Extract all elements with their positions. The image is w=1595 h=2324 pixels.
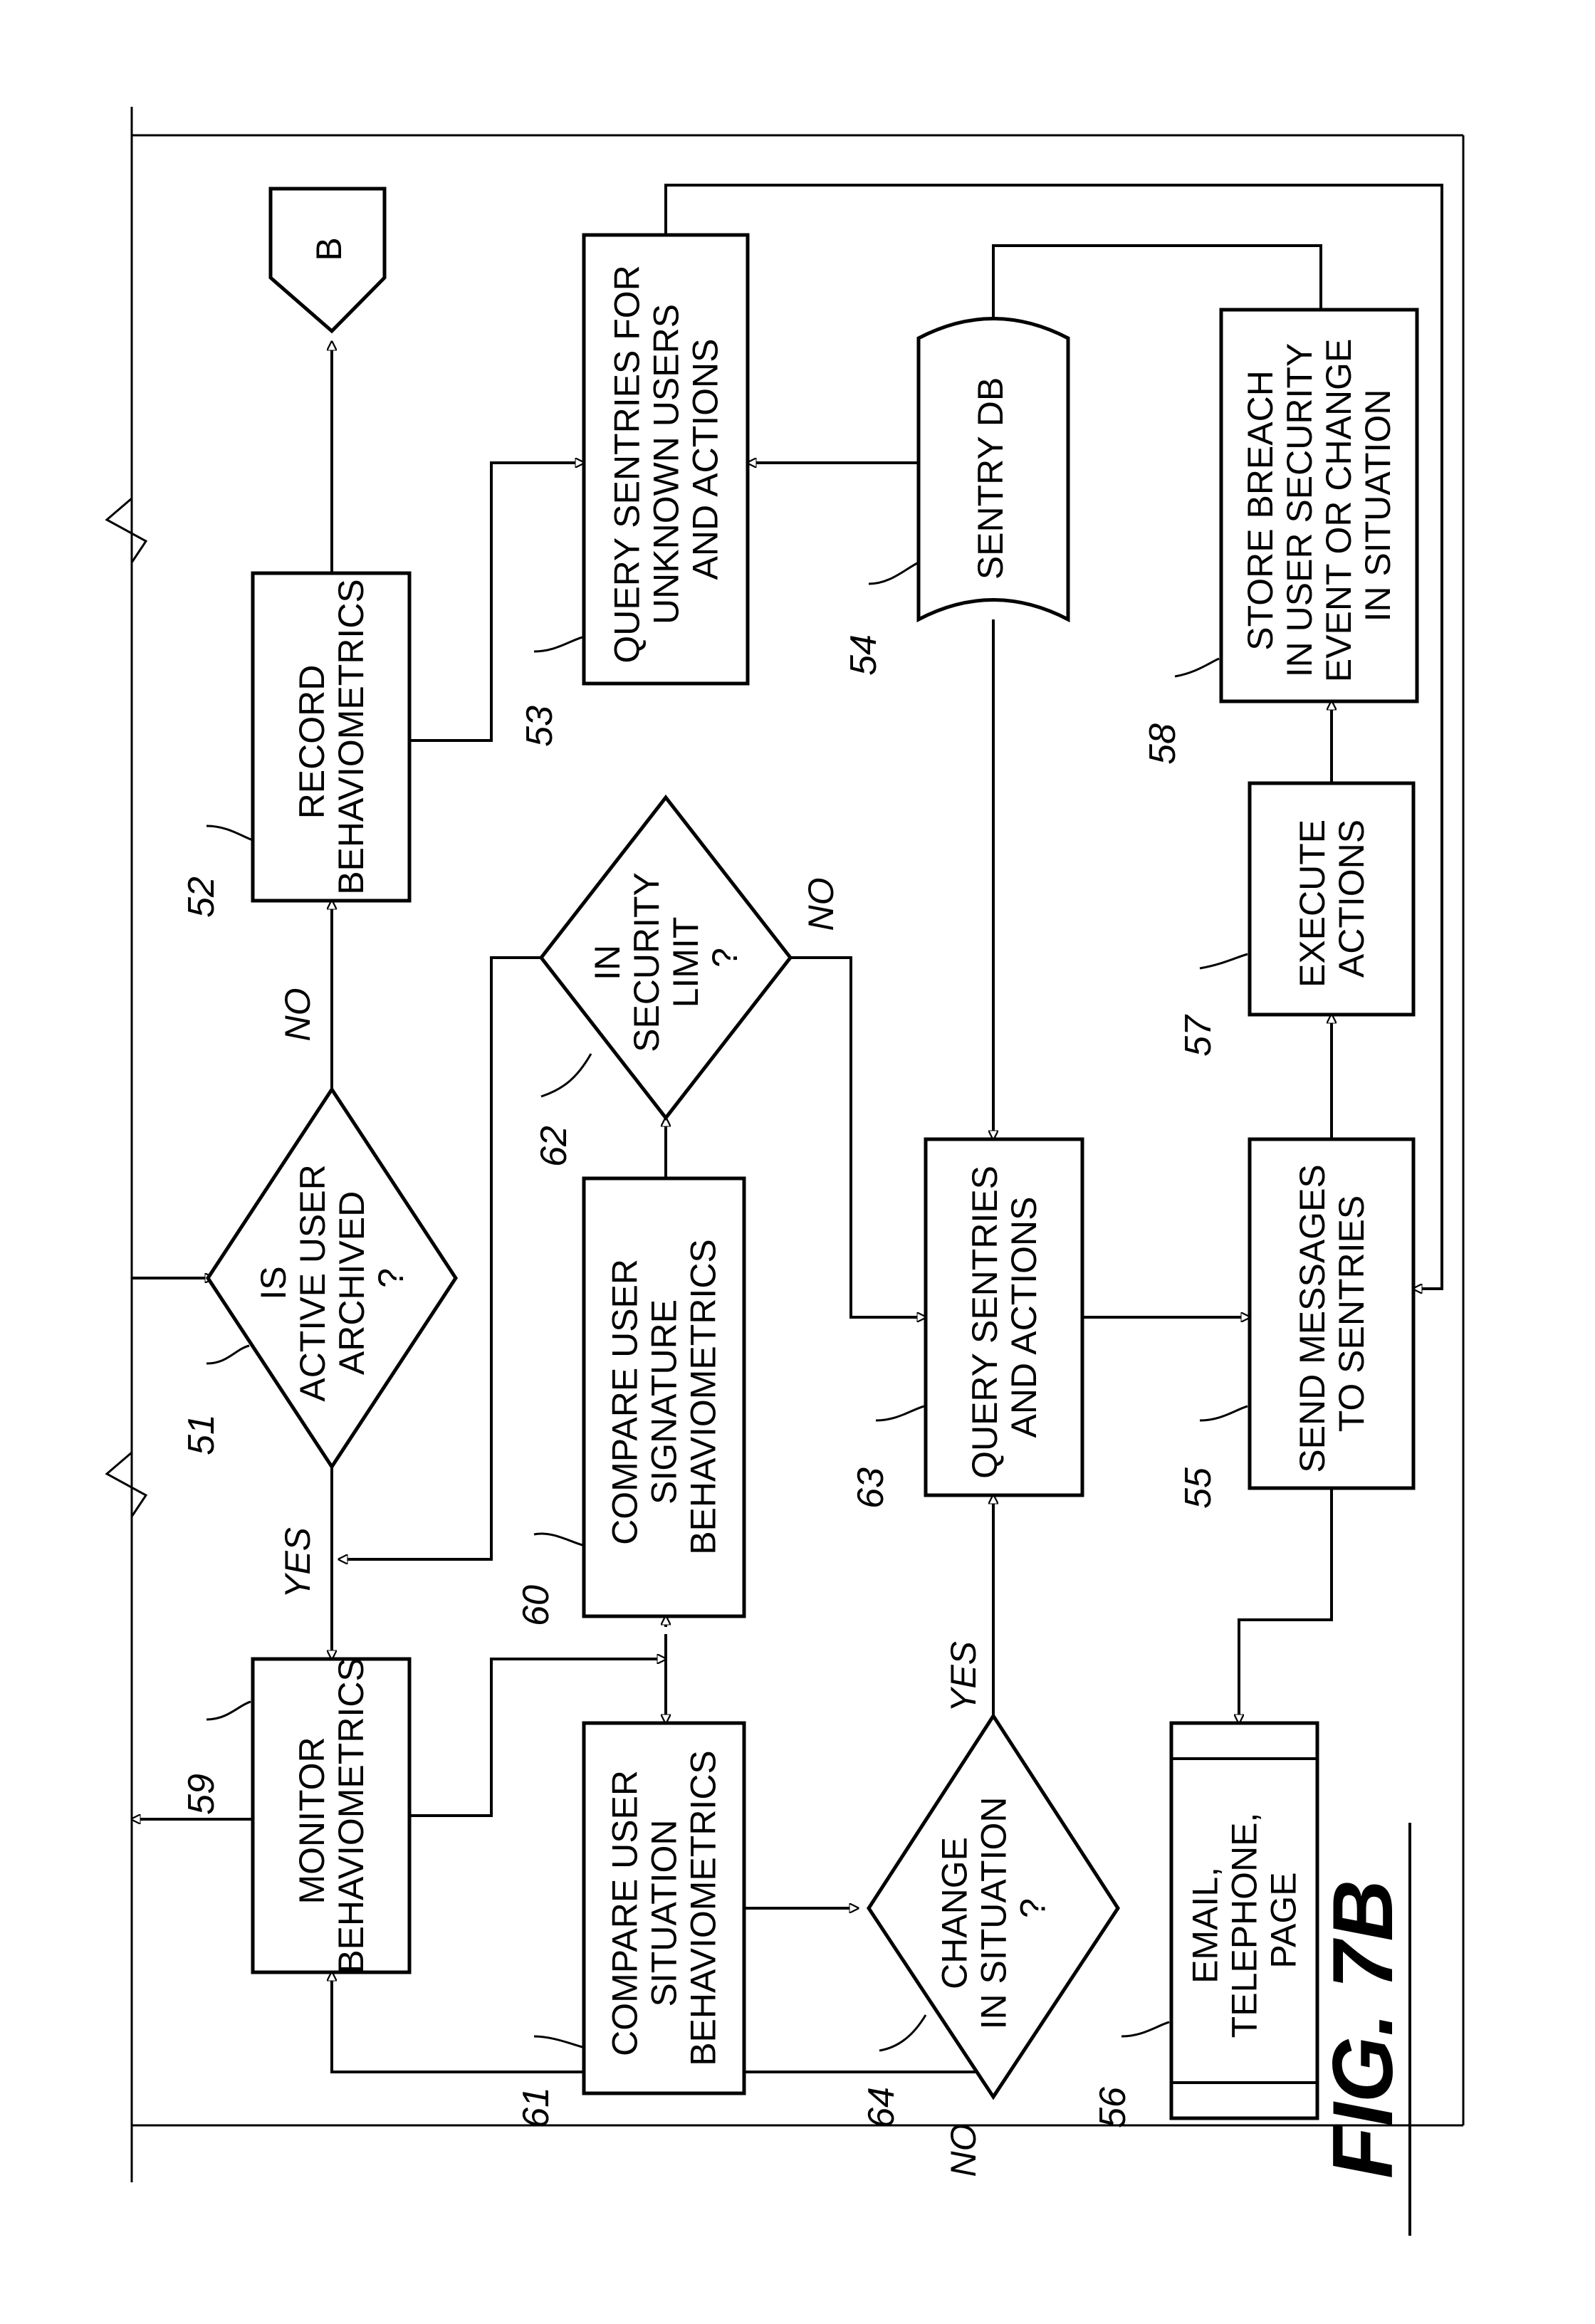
edge-label-no-51: NO	[278, 988, 318, 1042]
send-messages-label: SEND MESSAGES TO SENTRIES	[1292, 1154, 1371, 1472]
ref-64: 64	[861, 2087, 902, 2128]
ref-58: 58	[1142, 723, 1183, 765]
edge-label-no-62: NO	[801, 878, 841, 931]
connector-b-label: B	[309, 237, 349, 261]
ref-51: 51	[181, 1414, 222, 1455]
ref-59: 59	[181, 1774, 222, 1815]
ref-60: 60	[516, 1585, 557, 1626]
ref-53: 53	[519, 706, 560, 747]
execute-label: EXECUTE ACTIONS	[1292, 810, 1371, 988]
ref-57: 57	[1178, 1014, 1219, 1057]
ref-63: 63	[850, 1467, 891, 1509]
ref-55: 55	[1178, 1467, 1219, 1509]
ref-56: 56	[1092, 2087, 1134, 2128]
edge-label-yes-64: YES	[943, 1641, 983, 1712]
sentry-db-label: SENTRY DB	[971, 377, 1010, 580]
figure-label: FIG. 7B	[1315, 1823, 1411, 2236]
ref-52: 52	[181, 876, 222, 918]
figure-label-text: FIG. 7B	[1315, 1880, 1411, 2179]
edge-label-no-64: NO	[943, 2124, 983, 2177]
ref-61: 61	[516, 2087, 557, 2128]
ref-54: 54	[843, 634, 884, 676]
edge-label-yes-51: YES	[278, 1527, 318, 1598]
connector-b: B	[271, 189, 385, 331]
query-sentries-label: QUERY SENTRIES AND ACTIONS	[965, 1156, 1044, 1479]
ref-62: 62	[533, 1126, 575, 1167]
